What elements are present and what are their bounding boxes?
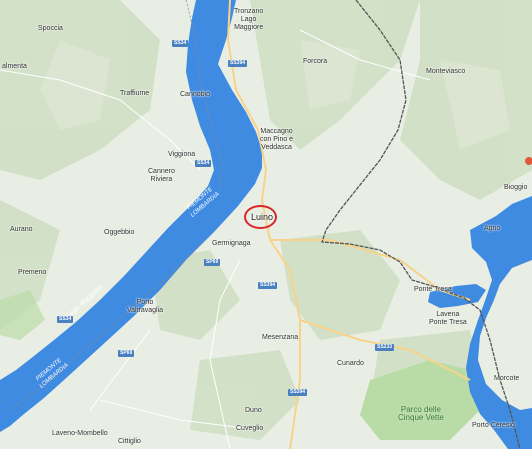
place-agno: Agno	[484, 225, 501, 232]
park-area-2	[0, 290, 45, 340]
place-cittiglio: Cittiglio	[118, 438, 141, 445]
road-shield-sp69: SP69	[118, 350, 135, 357]
place-premeno: Premeno	[18, 269, 47, 276]
park-area	[360, 360, 480, 440]
road-shield-ss394: SS394	[258, 282, 278, 289]
road-shield-ss34: SS34	[172, 40, 189, 47]
road-shield-ss233: SS233	[375, 344, 395, 351]
place-mesenzana: Mesenzana	[262, 334, 299, 341]
road-shield-ss34: SS34	[57, 316, 74, 323]
place-lavena-ponte-tresa: Lavena Ponte Tresa	[429, 311, 467, 326]
place-almenta: almenta	[2, 63, 27, 70]
region-border-2	[9, 239, 206, 411]
place-cunardo: Cunardo	[337, 360, 364, 367]
place-ponte-tresa: Ponte Tresa	[414, 286, 452, 293]
road-shield-ss394: SS394	[288, 389, 308, 396]
park-label: Parco delle Cinque Vette	[398, 405, 444, 422]
place-tronzano: Tronzano Lago Maggiore	[234, 8, 264, 31]
place-porto-ceresio: Porto Ceresio	[472, 422, 515, 429]
place-morcote: Morcote	[494, 375, 520, 382]
poi-marker	[525, 157, 532, 165]
place-viggiona: Viggiona	[168, 151, 196, 158]
highlight-circle	[244, 205, 277, 229]
place-cannobio: Cannobio	[180, 91, 210, 98]
place-porto-valtravaglia: Porto Valtravaglia	[127, 299, 164, 314]
country-border	[321, 0, 521, 450]
place-bioggio: Bioggio	[504, 184, 528, 191]
place-forcora: Forcora	[303, 58, 328, 65]
lake-lugano	[466, 196, 532, 449]
minor-roads	[0, 29, 431, 450]
place-aurano: Aurano	[10, 226, 33, 233]
place-laveno-mombello: Laveno-Mombello	[52, 430, 108, 437]
road-shield-ss34: SS34	[195, 160, 212, 167]
place-cuveglio: Cuveglio	[236, 425, 264, 432]
lake-maggiore	[0, 0, 262, 432]
place-duno: Duno	[245, 407, 262, 414]
place-monteviasco: Monteviasco	[426, 68, 466, 75]
place-traffiume: Traffiume	[120, 90, 150, 97]
road-shield-ss394: SS394	[228, 60, 248, 67]
region-border	[185, 0, 223, 191]
place-germignaga: Germignaga	[212, 240, 251, 247]
road-shield-sp69: SP69	[204, 259, 221, 266]
place-spoccia: Spoccia	[38, 25, 63, 32]
place-cannero: Cannero Riviera	[148, 168, 175, 183]
place-maccagno: Maccagno con Pino e Veddasca	[260, 128, 294, 151]
place-oggebbio: Oggebbio	[104, 229, 135, 236]
